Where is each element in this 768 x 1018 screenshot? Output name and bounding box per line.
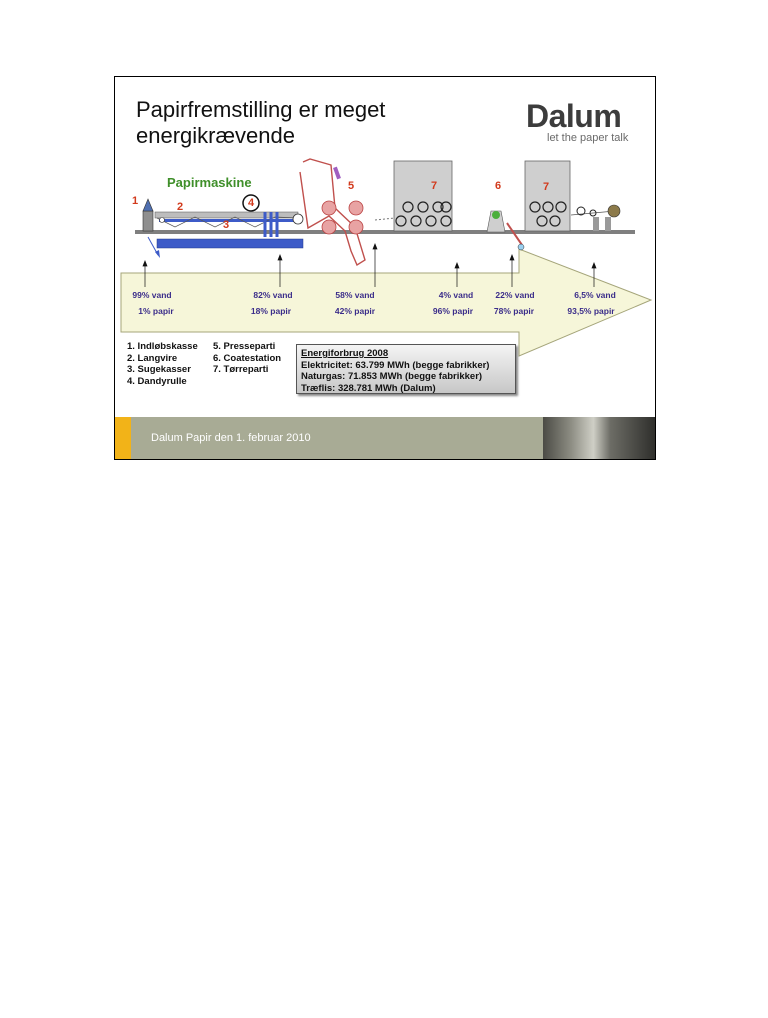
section-number-5: 5 bbox=[348, 180, 355, 192]
footer-photo bbox=[543, 417, 655, 459]
energy-line: Træflis: 328.781 MWh (Dalum) bbox=[301, 382, 436, 394]
legend-item: 7. Tørreparti bbox=[213, 364, 269, 375]
legend-column-1: 1. Indløbskasse 2. Langvire 3. Sugekasse… bbox=[127, 341, 198, 387]
slide-title: Papirfremstilling er meget energikrævend… bbox=[136, 97, 386, 148]
stage-1-water: 99% vand bbox=[132, 290, 172, 300]
logo-tagline: let the paper talk bbox=[547, 132, 629, 144]
footer-text: Dalum Papir den 1. februar 2010 bbox=[151, 432, 311, 444]
stage-5-water: 22% vand bbox=[495, 290, 535, 300]
stage-4-paper: 96% papir bbox=[432, 306, 474, 316]
stage-2-paper: 18% papir bbox=[250, 306, 292, 316]
legend-item: 1. Indløbskasse bbox=[127, 341, 198, 352]
stage-4-water: 4% vand bbox=[438, 290, 474, 300]
headbox bbox=[142, 198, 160, 258]
energy-consumption-box: Energiforbrug 2008 Elektricitet: 63.799 … bbox=[296, 344, 516, 394]
legend-item: 2. Langvire bbox=[127, 352, 178, 364]
stage-3-water: 58% vand bbox=[335, 290, 375, 300]
legend-item: 6. Coatestation bbox=[213, 352, 282, 364]
machine-baseline bbox=[135, 230, 635, 234]
reel-section bbox=[570, 204, 621, 231]
section-number-6: 6 bbox=[495, 180, 502, 192]
section-number-2: 2 bbox=[177, 201, 184, 213]
dalum-logo: Dalum bbox=[526, 98, 622, 134]
machine-label: Papirmaskine bbox=[167, 175, 252, 190]
stage-pointers bbox=[142, 243, 597, 287]
energy-heading: Energiforbrug 2008 bbox=[301, 348, 389, 359]
slide: Papirfremstilling er meget energikrævend… bbox=[114, 76, 656, 460]
dandy-roll-marker bbox=[242, 194, 260, 212]
press-section bbox=[299, 158, 396, 267]
legend-item: 4. Dandyrulle bbox=[127, 375, 187, 387]
energy-line: Elektricitet: 63.799 MWh (begge fabrikke… bbox=[301, 359, 490, 371]
process-arrow bbox=[120, 248, 653, 357]
stage-3-paper: 42% papir bbox=[334, 306, 376, 316]
legend-item: 5. Presseparti bbox=[213, 341, 276, 352]
legend-column-2: 5. Presseparti 6. Coatestation 7. Tørrep… bbox=[213, 341, 281, 376]
slide-footer: Dalum Papir den 1. februar 2010 bbox=[115, 417, 655, 459]
footer-accent-bar bbox=[115, 417, 131, 459]
stage-6-paper: 93,5% papir bbox=[567, 306, 615, 316]
legend-item: 3. Sugekasser bbox=[127, 364, 191, 375]
coat-station bbox=[486, 210, 525, 251]
dryer-section-2 bbox=[524, 160, 571, 232]
stage-1-paper: 1% papir bbox=[138, 306, 174, 316]
section-number-7a: 7 bbox=[431, 180, 438, 192]
section-number-1: 1 bbox=[132, 195, 139, 207]
stage-6-water: 6,5% vand bbox=[574, 290, 616, 300]
wire-section bbox=[154, 211, 304, 249]
paper-machine-diagram bbox=[120, 158, 653, 357]
section-number-4: 4 bbox=[248, 197, 255, 209]
section-number-3: 3 bbox=[223, 219, 230, 231]
dryer-section-1 bbox=[393, 160, 453, 232]
section-number-7b: 7 bbox=[543, 181, 550, 193]
energy-line: Naturgas: 71.853 MWh (begge fabrikker) bbox=[301, 371, 483, 382]
stage-2-water: 82% vand bbox=[253, 290, 293, 300]
stage-5-paper: 78% papir bbox=[493, 306, 535, 316]
